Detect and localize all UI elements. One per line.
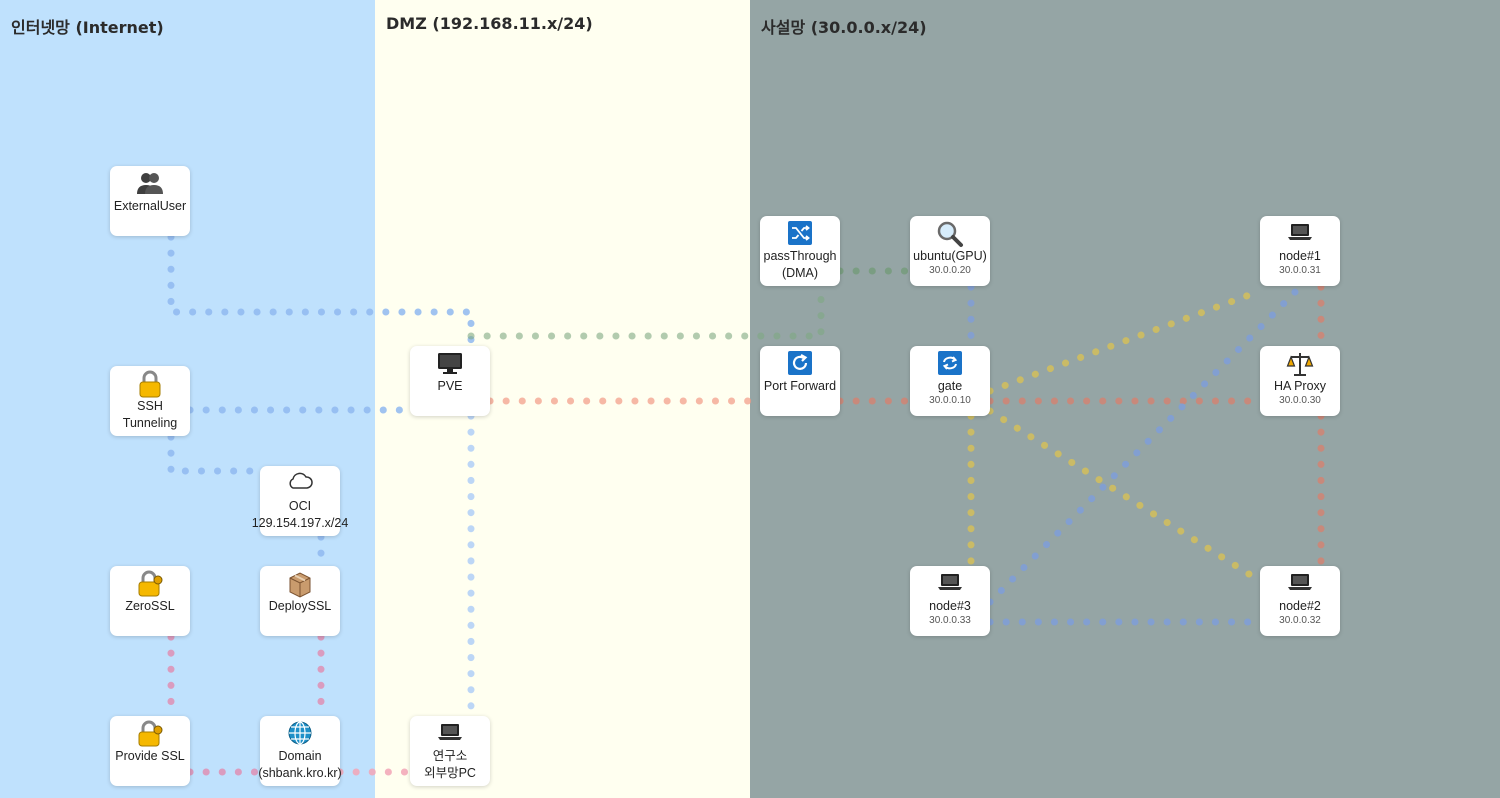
lock-icon <box>110 370 190 398</box>
node-label: ubuntu(GPU) <box>913 249 987 263</box>
refresh-icon <box>760 350 840 378</box>
link-gate-node1 <box>986 287 1264 395</box>
node-label: HA Proxy <box>1273 379 1327 393</box>
node-pve[interactable]: PVE <box>410 346 490 416</box>
node-ip: 30.0.0.31 <box>1279 265 1321 276</box>
lock-key-icon <box>110 570 190 598</box>
node-label: Provide SSL <box>115 749 185 763</box>
scales-icon <box>1260 350 1340 378</box>
dmz-zone-title: DMZ (192.168.11.x/24) <box>386 14 593 33</box>
users-icon <box>110 170 190 198</box>
node-label: SSH Tunneling <box>122 399 178 430</box>
node-ubuntu-gpu[interactable]: ubuntu(GPU) 30.0.0.20 <box>910 216 990 286</box>
package-icon <box>260 570 340 598</box>
private-zone-title: 사설망 (30.0.0.x/24) <box>761 18 927 37</box>
internet-zone-title: 인터넷망 (Internet) <box>11 18 164 37</box>
node-lab-pc[interactable]: 연구소 외부망PC <box>410 716 490 786</box>
node-label: node#3 <box>929 599 971 613</box>
shuffle-icon <box>760 220 840 248</box>
link-node3-node1 <box>986 283 1304 606</box>
node-ip: 30.0.0.20 <box>929 265 971 276</box>
laptop-icon <box>1260 570 1340 598</box>
node-zerossl[interactable]: ZeroSSL <box>110 566 190 636</box>
node-ip: 30.0.0.30 <box>1279 395 1321 406</box>
node-label: 연구소 외부망PC <box>424 749 476 780</box>
node-node3[interactable]: node#3 30.0.0.33 <box>910 566 990 636</box>
node-label: node#2 <box>1279 599 1321 613</box>
sync-icon <box>910 350 990 378</box>
node-deployssl[interactable]: DeploySSL <box>260 566 340 636</box>
monitor-icon <box>410 350 490 378</box>
node-ip: 30.0.0.33 <box>929 615 971 626</box>
node-ip: 30.0.0.10 <box>929 395 971 406</box>
node-externaluser[interactable]: ExternalUser <box>110 166 190 236</box>
link-gate-node2 <box>986 407 1264 585</box>
link-ssh-oci <box>167 433 264 475</box>
node-port-forward[interactable]: Port Forward <box>760 346 840 416</box>
node-ha-proxy[interactable]: HA Proxy 30.0.0.30 <box>1260 346 1340 416</box>
node-oci[interactable]: OCI 129.154.197.x/24 <box>252 466 348 536</box>
cloud-icon <box>260 470 340 498</box>
laptop-icon <box>410 720 490 748</box>
node-ip: 30.0.0.32 <box>1279 615 1321 626</box>
node-ssh-tunneling[interactable]: SSH Tunneling <box>110 366 190 436</box>
laptop-icon <box>910 570 990 598</box>
node-label: DeploySSL <box>268 599 332 613</box>
node-label: node#1 <box>1279 249 1321 263</box>
node-label: gate <box>937 379 963 393</box>
link-pve-passthrough <box>467 283 825 340</box>
node-provide-ssl[interactable]: Provide SSL <box>110 716 190 786</box>
node-passthrough[interactable]: passThrough (DMA) <box>760 216 840 286</box>
node-gate[interactable]: gate 30.0.0.10 <box>910 346 990 416</box>
lock-key-icon <box>110 720 190 748</box>
node-label: passThrough (DMA) <box>763 249 837 280</box>
node-domain[interactable]: Domain (shbank.kro.kr) <box>258 716 342 786</box>
globe-icon <box>260 720 340 748</box>
node-label: Domain (shbank.kro.kr) <box>258 749 342 780</box>
node-label: PVE <box>437 379 463 393</box>
node-label: Port Forward <box>763 379 837 393</box>
link-externaluser-pve <box>167 233 475 349</box>
node-label: ZeroSSL <box>125 599 175 613</box>
laptop-icon <box>1260 220 1340 248</box>
node-node1[interactable]: node#1 30.0.0.31 <box>1260 216 1340 286</box>
node-label: ExternalUser <box>113 199 187 213</box>
node-label: OCI 129.154.197.x/24 <box>251 499 349 530</box>
magnifier-icon <box>910 220 990 248</box>
node-node2[interactable]: node#2 30.0.0.32 <box>1260 566 1340 636</box>
